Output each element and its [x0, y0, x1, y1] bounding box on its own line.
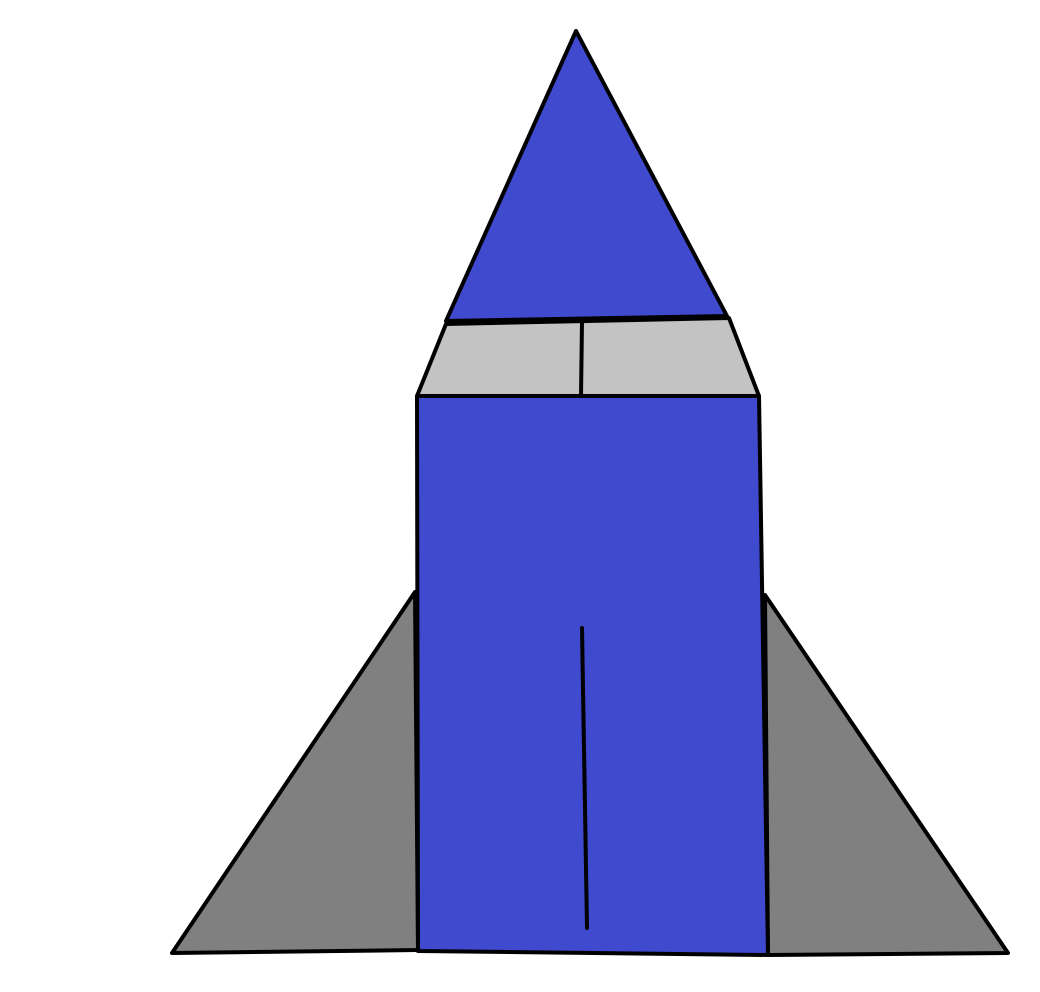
- left-fin: [170, 590, 420, 955]
- body-center-line: [580, 626, 589, 930]
- right-fin: [763, 593, 1010, 957]
- rocket-body: [415, 394, 770, 957]
- window-band: [415, 316, 761, 398]
- window-band-divider: [579, 320, 584, 398]
- nose-cone: [444, 29, 729, 323]
